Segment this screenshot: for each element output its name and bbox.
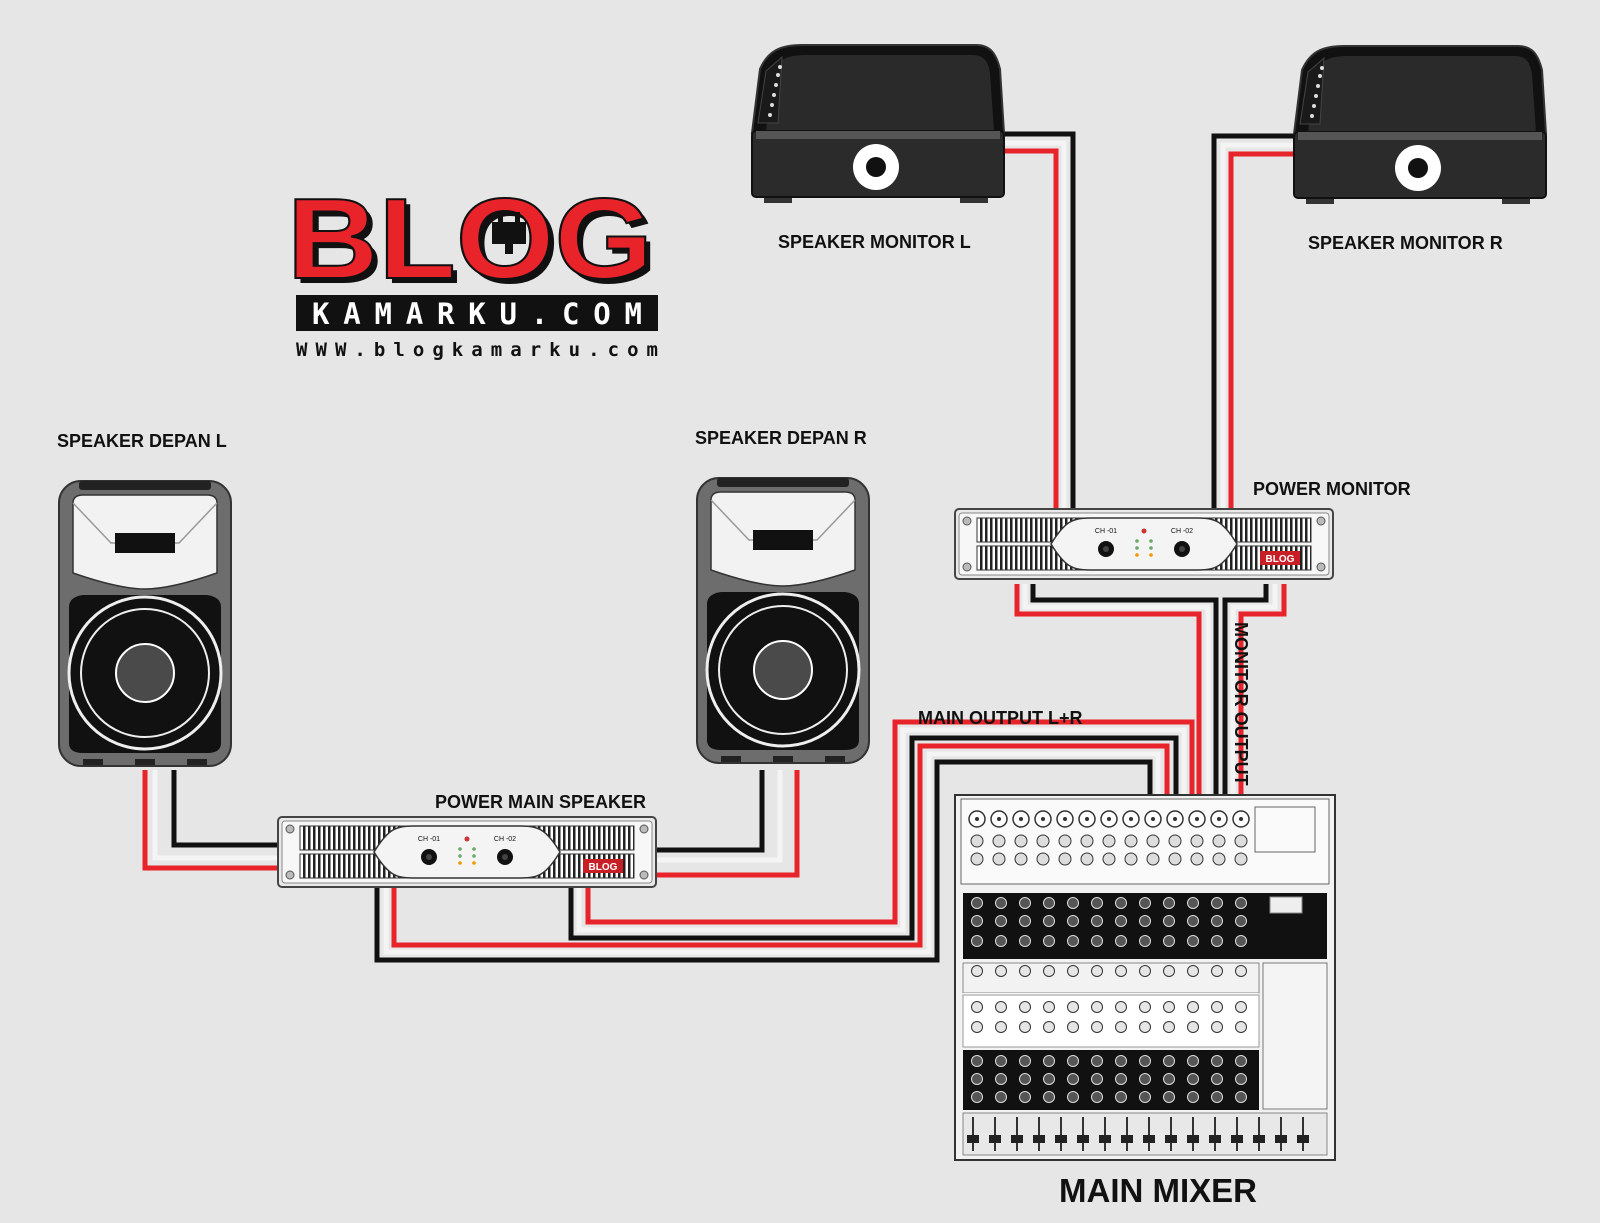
- logo-mark: BLOG BLOG: [286, 175, 658, 308]
- logo-wordmark: BLOG: [287, 176, 653, 303]
- label-monitor-output: MONITOR OUTPUT: [1231, 622, 1251, 786]
- amp-ch1-label: CH -01: [1095, 528, 1117, 535]
- main-mixer: [954, 794, 1336, 1161]
- speaker-depan-l: [57, 479, 233, 768]
- logo-wordmark-shadow: BLOG: [292, 181, 658, 308]
- label-power-main-speaker: POWER MAIN SPEAKER: [435, 792, 646, 812]
- label-power-monitor: POWER MONITOR: [1253, 479, 1411, 499]
- cable-monitor-output: [1014, 584, 1287, 795]
- cable-main-output: [374, 719, 1195, 963]
- cable-monitor-r: [1211, 133, 1318, 514]
- label-speaker-depan-r: SPEAKER DEPAN R: [695, 428, 867, 448]
- label-speaker-depan-l: SPEAKER DEPAN L: [57, 431, 227, 451]
- logo-url: WWW.blogkamarku.com: [296, 339, 658, 361]
- label-speaker-monitor-r: SPEAKER MONITOR R: [1308, 233, 1503, 253]
- plug-icon: [492, 212, 526, 254]
- label-main-mixer: MAIN MIXER: [1059, 1172, 1257, 1209]
- label-speaker-monitor-l: SPEAKER MONITOR L: [778, 232, 971, 252]
- speaker-monitor-r: [1293, 45, 1547, 205]
- amp-brand: BLOG: [1266, 554, 1295, 565]
- cable-monitor-l: [1002, 131, 1076, 514]
- amp-ch1-label: CH -01: [418, 836, 440, 843]
- speaker-monitor-l: [751, 44, 1005, 204]
- blog-logo: BLOG BLOG KAMARKU.COM WWW.blogkamarku.co…: [286, 175, 658, 361]
- cable-depan-l: [142, 770, 280, 871]
- cable-depan-r: [656, 770, 800, 878]
- power-main-speaker-amp: CH -01 CH -02 BLOG: [277, 816, 657, 888]
- speaker-depan-r: [695, 476, 871, 765]
- amp-ch2-label: CH -02: [1171, 528, 1193, 535]
- power-monitor-amp: CH -01 CH -02 BLOG: [954, 508, 1334, 580]
- label-main-output: MAIN OUTPUT L+R: [918, 708, 1083, 728]
- amp-ch2-label: CH -02: [494, 836, 516, 843]
- amp-brand: BLOG: [589, 862, 618, 873]
